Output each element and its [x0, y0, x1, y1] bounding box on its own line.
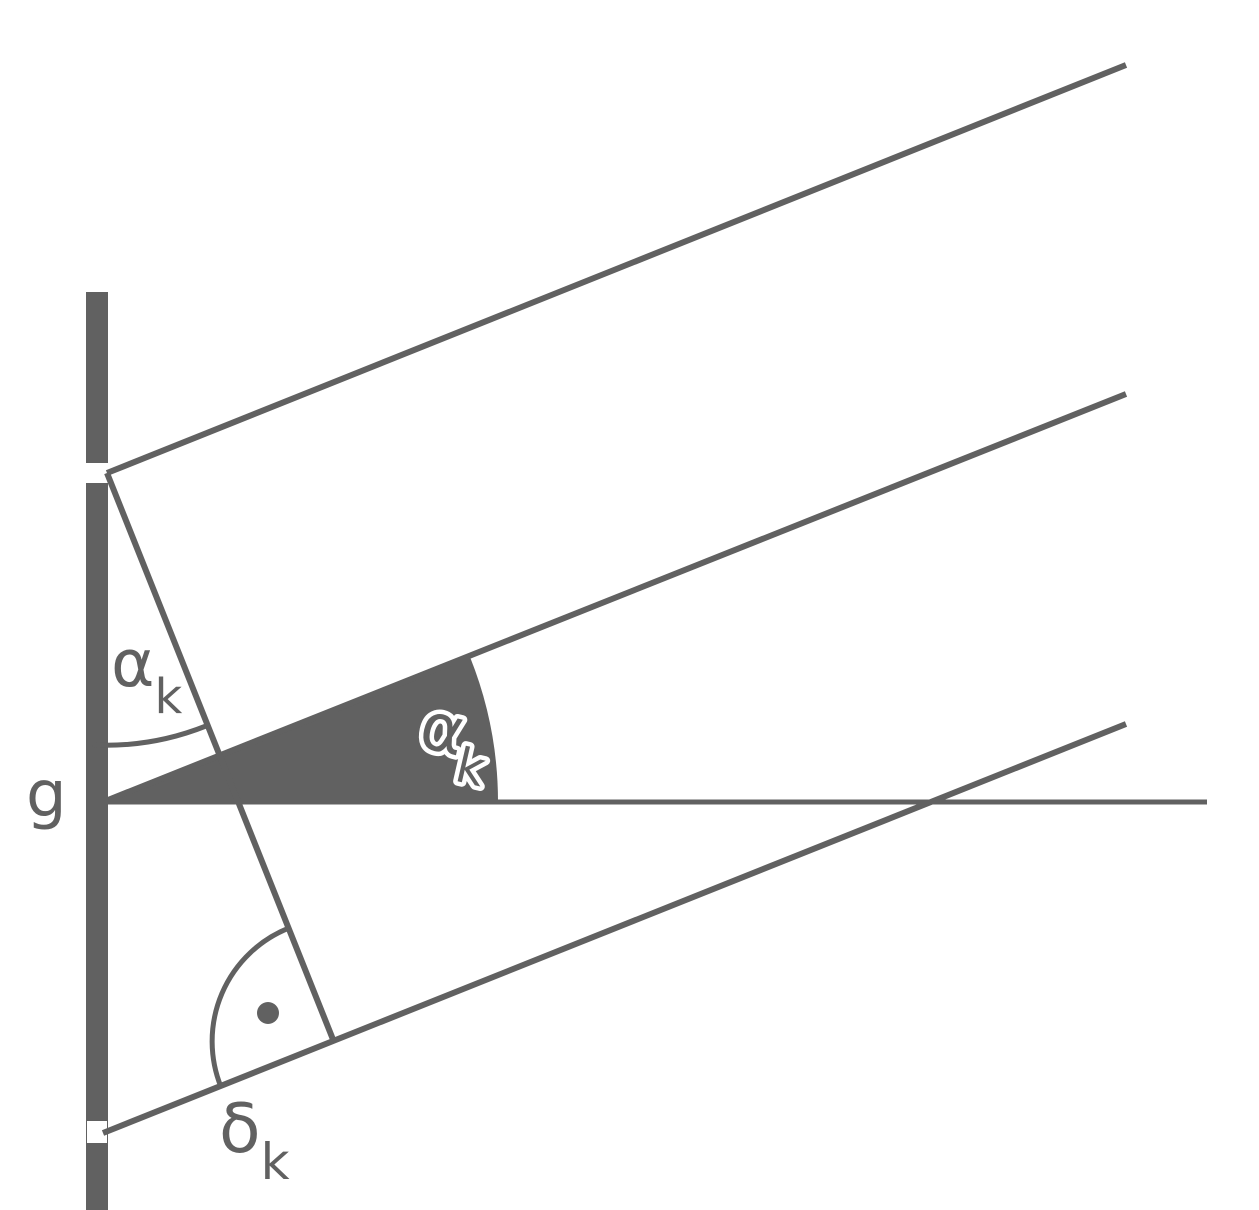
labels-layer: g αk αk δk — [26, 625, 495, 1191]
label-delta-k-base: δ — [219, 1090, 261, 1169]
parallel-line-middle — [106, 391, 1128, 803]
alpha-top-arc — [92, 723, 207, 748]
parallel-line-top — [105, 62, 1128, 476]
parallel-line-bottom — [101, 721, 1128, 1136]
white-square-marker-bottom — [87, 1121, 107, 1143]
label-delta-k-sub: k — [261, 1133, 290, 1191]
white-square-marker-top — [86, 463, 108, 483]
label-delta-k: δk — [219, 1090, 290, 1191]
label-alpha-k-top-base: α — [111, 625, 155, 702]
line-g-bar — [86, 292, 108, 1210]
label-line-g: g — [26, 758, 67, 832]
right-angle-dot — [257, 1002, 279, 1024]
label-alpha-k-top: αk — [111, 625, 183, 725]
alpha-wedge-sector — [108, 657, 498, 802]
label-alpha-k-top-sub: k — [155, 669, 183, 725]
perpendicular-line — [104, 471, 337, 1044]
delta-right-angle-arc — [209, 925, 290, 1088]
